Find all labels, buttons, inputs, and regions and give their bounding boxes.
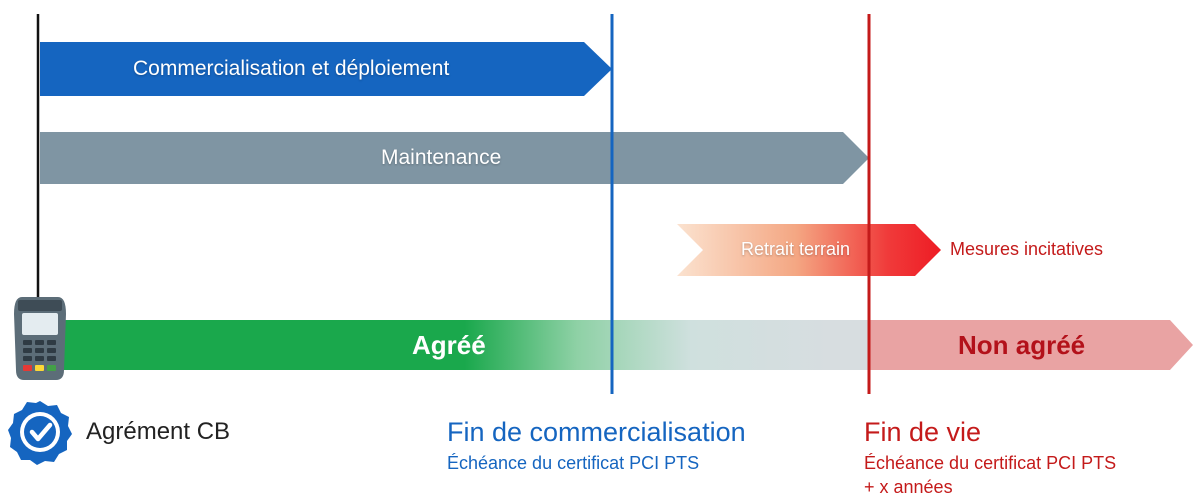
badge-check-icon <box>8 401 72 465</box>
mesures-incitatives-label: Mesures incitatives <box>950 239 1104 259</box>
payment-terminal-icon <box>14 297 66 380</box>
fin-de-vie-subtitle-2: + x années <box>864 477 953 497</box>
fin-de-vie-title: Fin de vie <box>864 417 982 447</box>
fin-commercialisation-subtitle: Échéance du certificat PCI PTS <box>447 453 700 473</box>
retrait-terrain-bar <box>677 224 941 276</box>
fin-de-vie-subtitle: Échéance du certificat PCI PTS <box>864 453 1117 473</box>
agree-bar <box>60 320 869 370</box>
non-agree-bar <box>869 320 1193 370</box>
commercialisation-bar <box>40 42 612 96</box>
agrement-cb-label: Agrément CB <box>86 418 231 445</box>
maintenance-label: Maintenance <box>381 146 502 169</box>
retrait-terrain-label: Retrait terrain <box>741 239 851 259</box>
agree-label: Agréé <box>412 330 486 360</box>
non-agree-label: Non agréé <box>958 330 1086 360</box>
maintenance-bar <box>40 132 869 184</box>
commercialisation-label: Commercialisation et déploiement <box>133 57 450 80</box>
fin-commercialisation-title: Fin de commercialisation <box>447 417 746 447</box>
